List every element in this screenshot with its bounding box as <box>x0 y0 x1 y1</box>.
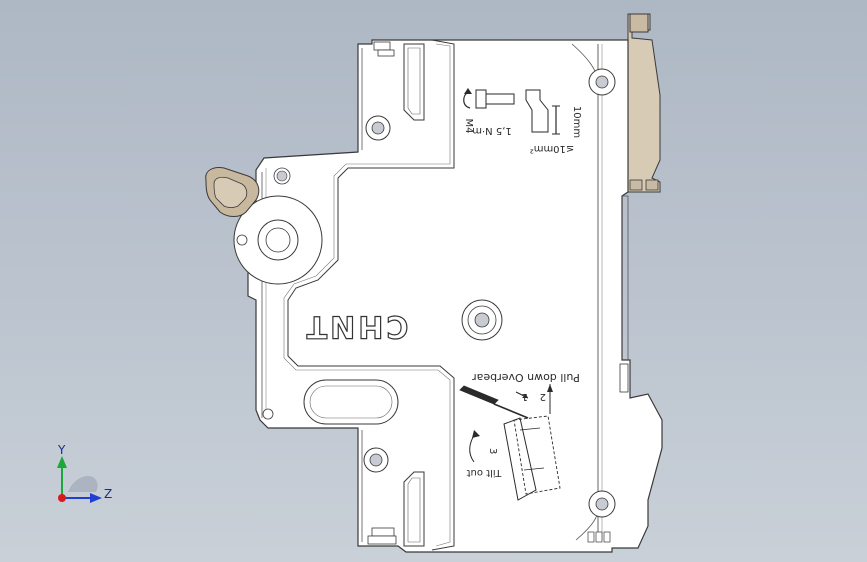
small-hole-left <box>273 167 291 185</box>
instruction-tilt-out: Tilt out <box>467 467 503 478</box>
small-hole-bottom-left <box>262 408 274 420</box>
toggle-pivot <box>233 195 323 285</box>
torque-value: 1,5 N·m <box>472 125 511 136</box>
rivet-center <box>461 299 503 341</box>
z-axis-arrow-icon <box>90 493 102 503</box>
x-axis-dot-icon <box>58 494 66 502</box>
breaker-outline-sketch <box>503 415 561 501</box>
y-axis-label: Y <box>57 443 66 457</box>
instruction-pull-down: Pull down Overbear <box>472 371 580 384</box>
y-axis-arrow-icon <box>57 456 67 468</box>
rivet-top-left <box>365 115 391 141</box>
rivet-bottom-left <box>363 447 389 473</box>
z-axis-label: Z <box>104 487 112 501</box>
screwdriver-icon <box>459 385 529 419</box>
instruction-step-1: 1 <box>522 391 528 402</box>
oval-slot <box>303 379 399 425</box>
rivet-bottom-right <box>588 490 616 518</box>
axis-triad: Y Z <box>57 443 112 503</box>
tilt-arrow <box>469 430 480 463</box>
wire-strip-icon <box>525 89 560 135</box>
strip-length: 10mm <box>571 106 582 138</box>
torque-icon <box>463 88 515 109</box>
right-notch <box>619 363 629 393</box>
breaker-body <box>247 39 663 553</box>
instruction-step-3: 3 <box>487 448 498 454</box>
screw-size: M4 <box>463 119 474 134</box>
brand-logo: CHNT <box>304 309 409 344</box>
instruction-step-2: 2 <box>540 391 546 402</box>
toggle-handle[interactable] <box>205 167 260 217</box>
rivet-top-right <box>588 68 616 96</box>
bottom-terminal-clips <box>367 471 611 547</box>
din-latch <box>627 13 661 193</box>
pull-arrows <box>515 384 553 414</box>
wire-cross-section: ≤10mm² <box>530 143 575 154</box>
top-terminal-clips <box>373 41 425 121</box>
